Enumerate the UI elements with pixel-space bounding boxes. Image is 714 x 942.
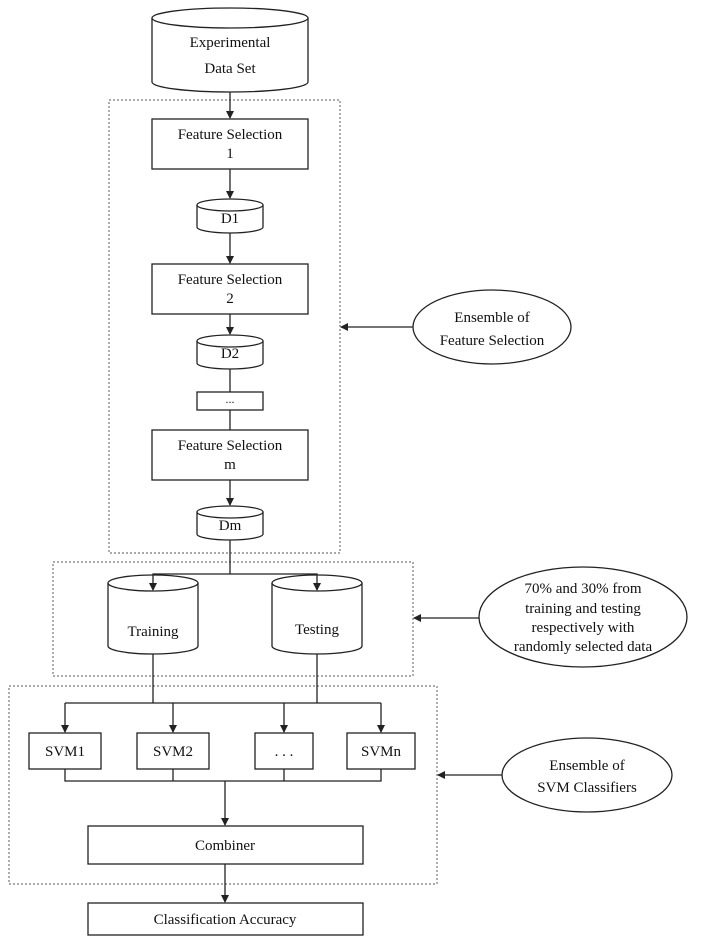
ensemble-feature-selection-note: Ensemble of Feature Selection	[412, 289, 572, 365]
svm1-node: SVM1	[28, 732, 102, 770]
feature-selection-m-line2: m	[224, 457, 236, 473]
feature-selection-1-node: Feature Selection 1	[151, 118, 309, 170]
feature-selection-2-line2: 2	[226, 291, 234, 307]
ensemble-fs-line1: Ensemble of	[454, 310, 529, 326]
svm-ellipsis-label: . . .	[275, 744, 294, 760]
d2-label: D2	[221, 346, 239, 362]
feature-selection-1-line2: 1	[226, 146, 234, 162]
testing-node: Testing	[271, 574, 363, 655]
svm2-node: SVM2	[136, 732, 210, 770]
svm-ellipsis-node: . . .	[254, 732, 314, 770]
svmn-node: SVMn	[346, 732, 416, 770]
ensemble-fs-line2: Feature Selection	[440, 333, 545, 349]
ensemble-svm-note: Ensemble of SVM Classifiers	[501, 737, 673, 813]
d1-label: D1	[221, 211, 239, 227]
classification-accuracy-node: Classification Accuracy	[87, 902, 364, 936]
split-note-line3: respectively with	[532, 620, 635, 636]
ensemble-svm-line1: Ensemble of	[549, 758, 624, 774]
feature-selection-m-node: Feature Selection m	[151, 429, 309, 481]
d1-node: D1	[196, 198, 264, 234]
classification-accuracy-label: Classification Accuracy	[154, 912, 297, 928]
combiner-label: Combiner	[195, 838, 255, 854]
arrow-to-testing	[230, 573, 321, 591]
feature-selection-1-line1: Feature Selection	[178, 127, 283, 143]
testing-label: Testing	[295, 622, 339, 638]
ellipsis-box-label: ...	[226, 392, 235, 406]
ensemble-svm-line2: SVM Classifiers	[537, 780, 637, 796]
split-note-line2: training and testing	[525, 601, 641, 617]
svm-output-bus	[64, 769, 382, 782]
combiner-node: Combiner	[87, 825, 364, 865]
dm-node: Dm	[196, 505, 264, 541]
svmn-label: SVMn	[361, 744, 402, 760]
experimental-data-set-line1: Experimental	[190, 35, 271, 51]
split-note: 70% and 30% from training and testing re…	[478, 566, 688, 668]
experimental-data-set-node: Experimental Data Set	[151, 7, 309, 93]
experimental-data-set-line2: Data Set	[204, 61, 256, 77]
feature-selection-m-line1: Feature Selection	[178, 438, 283, 454]
split-note-line1: 70% and 30% from	[524, 581, 641, 597]
ellipsis-box-node: ...	[196, 391, 264, 411]
training-label: Training	[127, 624, 179, 640]
svm1-label: SVM1	[45, 744, 85, 760]
feature-selection-2-line1: Feature Selection	[178, 272, 283, 288]
feature-selection-2-node: Feature Selection 2	[151, 263, 309, 315]
svm-ensemble-group	[8, 685, 438, 885]
arrow-to-training	[149, 573, 230, 591]
dm-label: Dm	[219, 518, 242, 534]
d2-node: D2	[196, 334, 264, 370]
svm2-label: SVM2	[153, 744, 193, 760]
split-note-line4: randomly selected data	[514, 639, 653, 655]
